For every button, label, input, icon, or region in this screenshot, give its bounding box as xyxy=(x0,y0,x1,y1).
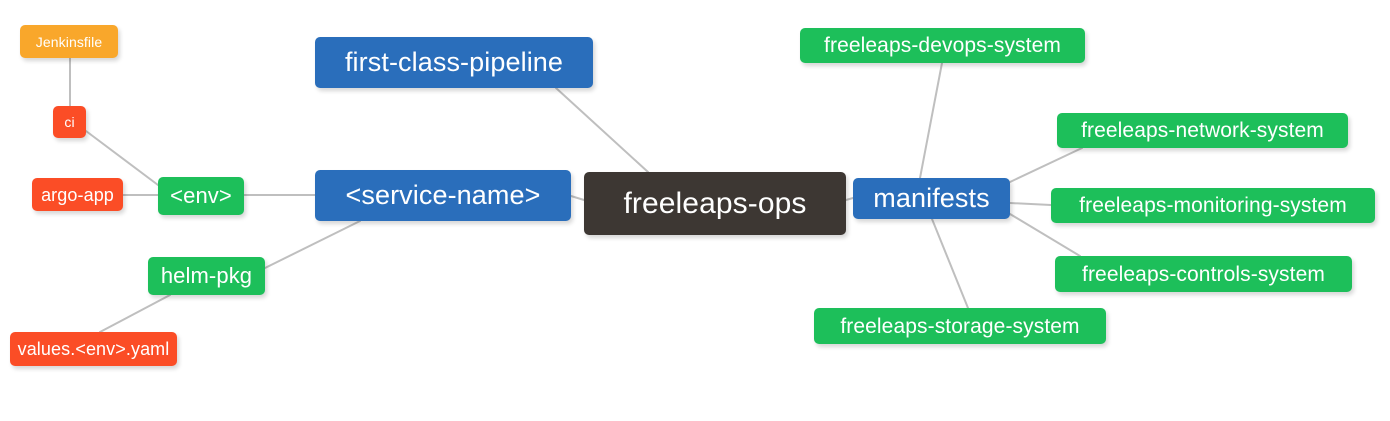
node-service-name[interactable]: <service-name> xyxy=(315,170,571,221)
node-ci[interactable]: ci xyxy=(53,106,86,138)
edge-first-class-pipeline-to-freeleaps-ops xyxy=(555,87,649,173)
edge-helm-pkg-to-values-yaml xyxy=(99,294,171,333)
node-label-values-yaml: values.<env>.yaml xyxy=(17,339,170,359)
node-label-jenkinsfile: Jenkinsfile xyxy=(35,33,103,50)
node-controls-system[interactable]: freeleaps-controls-system xyxy=(1055,256,1352,292)
node-label-storage-system: freeleaps-storage-system xyxy=(840,314,1080,338)
node-label-controls-system: freeleaps-controls-system xyxy=(1082,262,1325,286)
node-label-first-class-pipeline: first-class-pipeline xyxy=(344,47,564,77)
node-freeleaps-ops[interactable]: freeleaps-ops xyxy=(584,172,846,235)
node-label-argo-app: argo-app xyxy=(41,184,114,205)
node-argo-app[interactable]: argo-app xyxy=(32,178,123,211)
node-label-devops-system: freeleaps-devops-system xyxy=(824,34,1061,57)
edge-manifests-to-storage-system xyxy=(931,218,969,309)
edge-service-name-to-helm-pkg xyxy=(264,220,361,269)
node-label-helm-pkg: helm-pkg xyxy=(160,263,253,288)
node-monitoring-system[interactable]: freeleaps-monitoring-system xyxy=(1051,188,1375,223)
edge-manifests-to-monitoring-system xyxy=(1009,202,1052,206)
node-storage-system[interactable]: freeleaps-storage-system xyxy=(814,308,1106,344)
node-label-monitoring-system: freeleaps-monitoring-system xyxy=(1079,194,1347,217)
node-values-yaml[interactable]: values.<env>.yaml xyxy=(10,332,177,366)
node-label-network-system: freeleaps-network-system xyxy=(1081,119,1324,142)
node-devops-system[interactable]: freeleaps-devops-system xyxy=(800,28,1085,63)
node-label-service-name: <service-name> xyxy=(345,180,541,210)
edge-ci-to-env xyxy=(85,130,159,186)
node-network-system[interactable]: freeleaps-network-system xyxy=(1057,113,1348,148)
node-label-env: <env> xyxy=(170,183,232,208)
node-env[interactable]: <env> xyxy=(158,177,244,215)
node-label-manifests: manifests xyxy=(873,183,990,213)
node-manifests[interactable]: manifests xyxy=(853,178,1010,219)
edge-service-name-to-freeleaps-ops xyxy=(570,195,585,201)
edge-freeleaps-ops-to-manifests xyxy=(845,197,854,201)
node-jenkinsfile[interactable]: Jenkinsfile xyxy=(20,25,118,58)
node-first-class-pipeline[interactable]: first-class-pipeline xyxy=(315,37,593,88)
edge-manifests-to-devops-system xyxy=(919,62,943,179)
node-label-ci: ci xyxy=(64,114,75,130)
node-helm-pkg[interactable]: helm-pkg xyxy=(148,257,265,295)
node-label-freeleaps-ops: freeleaps-ops xyxy=(623,186,807,220)
edge-manifests-to-network-system xyxy=(1009,147,1083,183)
